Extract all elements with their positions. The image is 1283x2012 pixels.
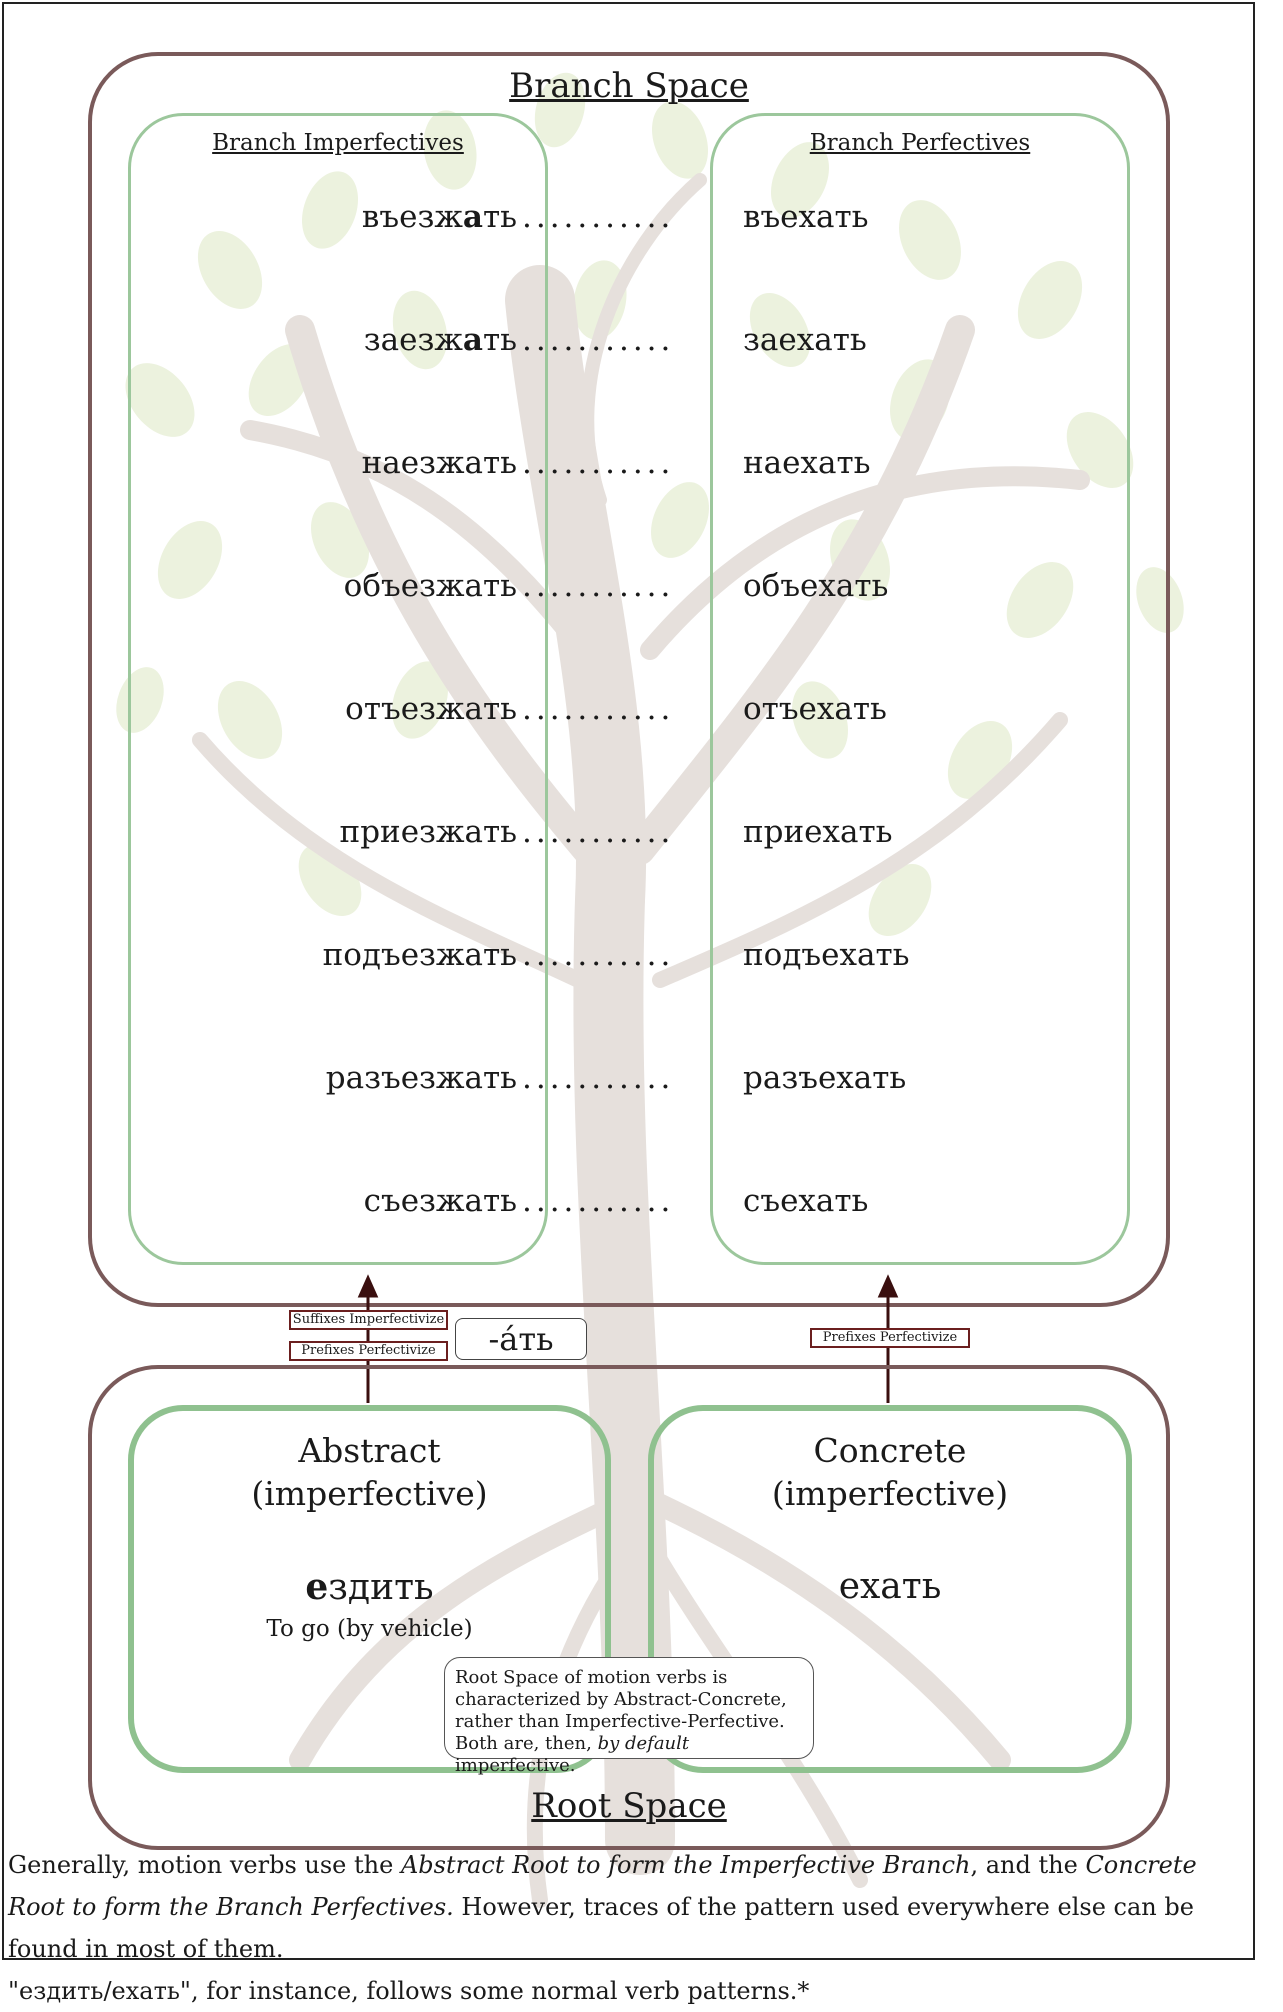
perfective-verb: приехать	[743, 814, 893, 850]
tree-background-illustration	[116, 72, 1184, 1908]
root-space-note: Root Space of motion verbs is characteri…	[444, 1657, 814, 1776]
left-arrow-head	[357, 1274, 379, 1298]
suffix-label: -а́ть	[455, 1318, 587, 1360]
verb-pair-row: подъезжать ........... подъехать	[250, 937, 1010, 977]
abstract-label: Abstract	[298, 1431, 441, 1470]
root-space-container	[88, 1365, 1170, 1850]
abstract-root-verb: ездить	[305, 1566, 434, 1608]
imperfective-verb: объезжать	[343, 568, 517, 604]
imperfective-verb: подъезжать	[322, 937, 517, 973]
suffixes-imperfectivize-tag: Suffixes Imperfectivize	[289, 1310, 448, 1330]
prefixes-perfectivize-tag-right: Prefixes Perfectivize	[810, 1328, 970, 1348]
abstract-aspect-label: (imperfective)	[251, 1474, 488, 1513]
imperfective-verb: заезжать	[363, 322, 517, 358]
branch-space-container	[88, 52, 1170, 1307]
perfective-verb: въехать	[743, 199, 869, 235]
branch-imperfectives-title: Branch Imperfectives	[212, 130, 464, 156]
perfective-verb: наехать	[743, 445, 871, 481]
perfective-verb: объехать	[743, 568, 889, 604]
branch-perfectives-column	[710, 113, 1130, 1265]
dotted-connector: ...........	[522, 199, 675, 235]
branch-space-title: Branch Space	[509, 66, 749, 106]
dotted-connector: ...........	[522, 445, 675, 481]
perfective-verb: отъехать	[743, 691, 887, 727]
perfective-verb: разъехать	[743, 1060, 907, 1096]
concrete-label: Concrete	[813, 1431, 967, 1470]
verb-pair-row: разъезжать ........... разъехать	[250, 1060, 1010, 1100]
note-line: Root Space of motion verbs is	[455, 1667, 728, 1688]
verb-pair-row: наезжать ........... наехать	[250, 445, 1010, 485]
note-line: rather than Imperfective-Perfective.	[455, 1711, 785, 1732]
concrete-root-box	[648, 1405, 1132, 1773]
verb-pair-row: съезжать ........... съехать	[250, 1183, 1010, 1223]
dotted-connector: ...........	[522, 937, 675, 973]
dotted-connector: ...........	[522, 568, 675, 604]
imperfective-verb: приезжать	[339, 814, 517, 850]
concrete-root-verb: ехать	[838, 1566, 942, 1607]
abstract-root-box	[128, 1405, 611, 1773]
imperfective-verb: разъезжать	[325, 1060, 517, 1096]
imperfective-verb: наезжать	[361, 445, 517, 481]
dotted-connector: ...........	[522, 322, 675, 358]
verb-pair-row: въезжать ........... въехать	[250, 199, 1010, 239]
perfective-verb: съехать	[743, 1183, 869, 1219]
branch-perfectives-title: Branch Perfectives	[809, 130, 1031, 156]
perfective-verb: заехать	[743, 322, 867, 358]
verb-pair-row: заезжать ........... заехать	[250, 322, 1010, 362]
note-line: characterized by Abstract-Concrete,	[455, 1689, 787, 1710]
imperfective-verb: съезжать	[363, 1183, 517, 1219]
verb-pair-row: отъезжать ........... отъехать	[250, 691, 1010, 731]
abstract-root-gloss: To go (by vehicle)	[266, 1616, 473, 1642]
dotted-connector: ...........	[522, 814, 675, 850]
prefixes-perfectivize-tag-left: Prefixes Perfectivize	[289, 1341, 448, 1361]
verb-pair-row: приезжать ........... приехать	[250, 814, 1010, 854]
dotted-connector: ...........	[522, 1060, 675, 1096]
dotted-connector: ...........	[522, 1183, 675, 1219]
root-space-title: Root Space	[531, 1786, 727, 1826]
imperfective-verb: отъезжать	[345, 691, 517, 727]
imperfective-verb: въезжать	[361, 199, 517, 235]
dotted-connector: ...........	[522, 691, 675, 727]
concrete-aspect-label: (imperfective)	[771, 1474, 1009, 1513]
branch-imperfectives-column	[128, 113, 548, 1265]
footer-explanation: Generally, motion verbs use the Abstract…	[8, 1851, 1197, 2005]
page-frame	[2, 2, 1255, 1960]
right-arrow-head	[877, 1274, 899, 1298]
note-line: Both are, then, by default imperfective.	[455, 1733, 690, 1776]
perfective-verb: подъехать	[743, 937, 910, 973]
verb-pair-row: объезжать ........... объехать	[250, 568, 1010, 608]
